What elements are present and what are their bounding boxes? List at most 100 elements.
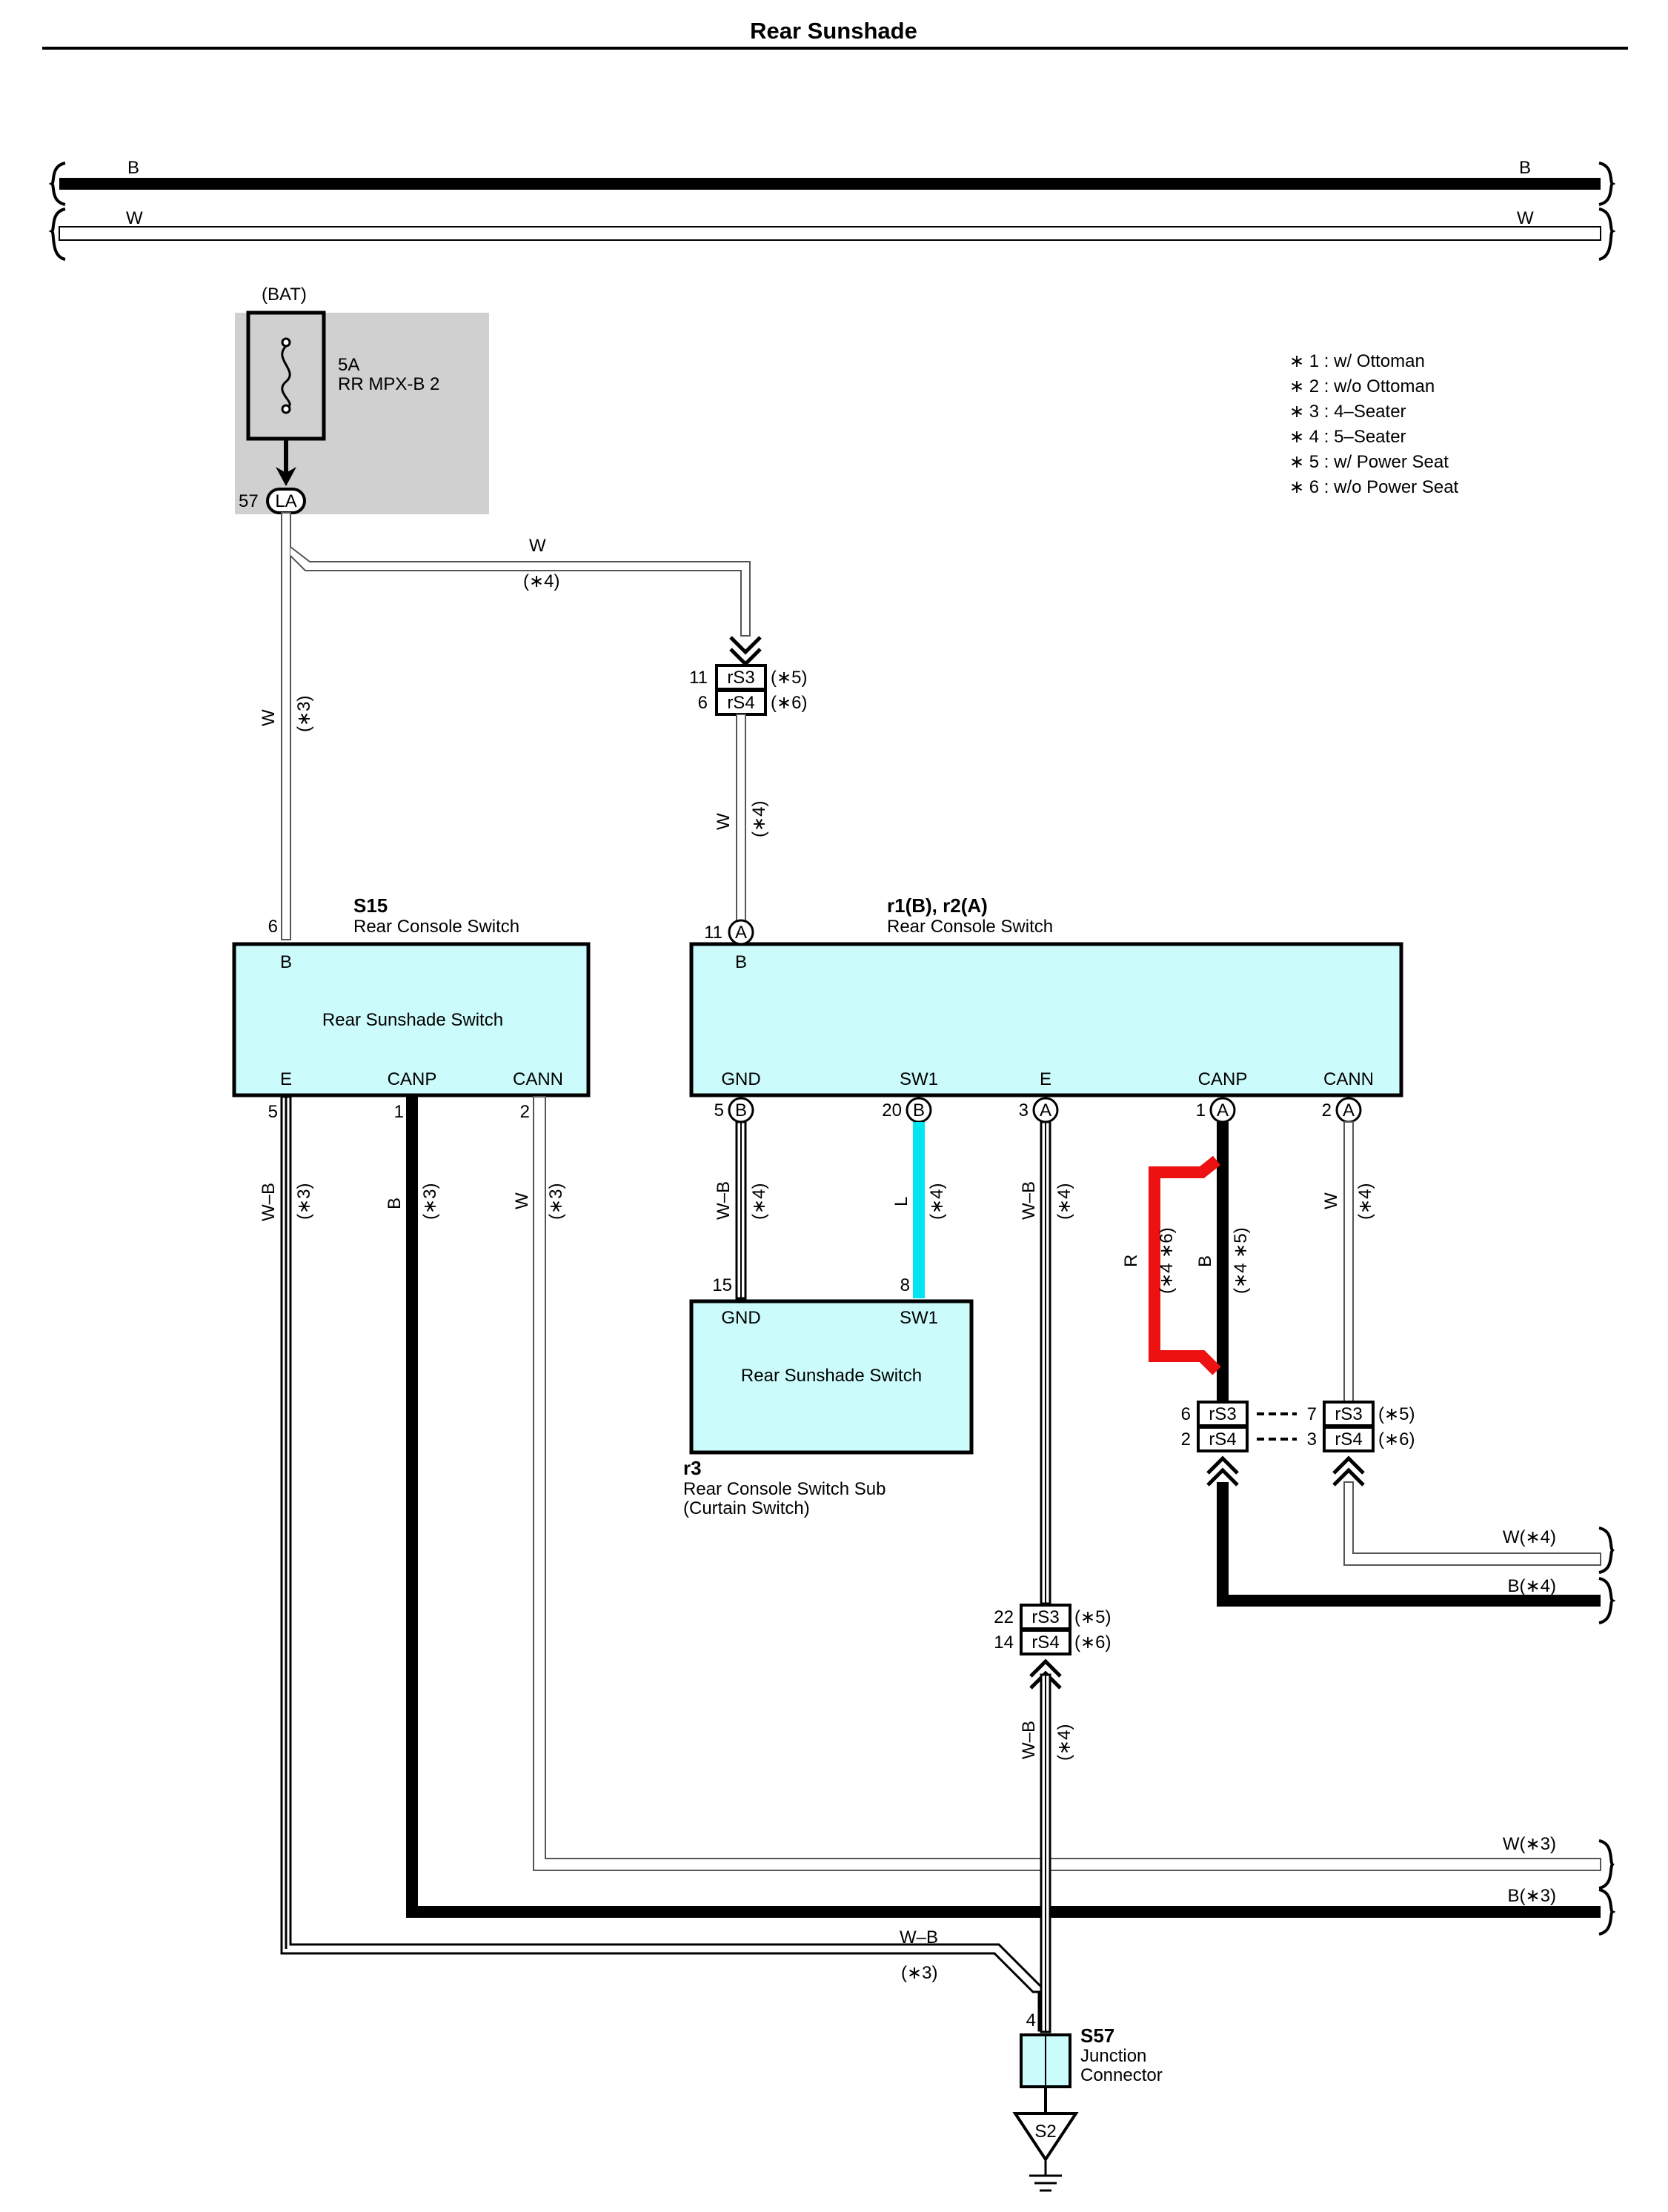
junction-top-rs4	[715, 689, 767, 716]
s57-name: Junction	[1080, 2046, 1146, 2066]
wire-w-fuse-s15-color: W	[259, 709, 279, 726]
wire-w-junction-r1-color: W	[714, 813, 734, 830]
note-4: ∗ 4 : 5–Seater	[1289, 427, 1406, 447]
wire-l-r-sw1	[913, 1122, 925, 1298]
wire-wb-s15-e	[280, 1095, 1048, 2032]
r1-canp-pin: 1	[1196, 1100, 1206, 1120]
wire-r-r-canp-note: (∗4 ∗6)	[1157, 1227, 1177, 1294]
wire-b3-end-brace	[1598, 1888, 1616, 1936]
wire-l-r-sw1-color: L	[891, 1197, 911, 1206]
r1-b-pin: 11	[704, 923, 722, 943]
s15-e-pin: 5	[268, 1102, 278, 1122]
fuse-connector-pin: 57	[239, 491, 259, 511]
r1-gnd-label: GND	[721, 1069, 760, 1089]
wire-w4-right-label: W(∗4)	[1503, 1527, 1556, 1547]
bus-b-line	[48, 162, 1616, 206]
wire-w-junction-r1-note: (∗4)	[749, 801, 769, 837]
wire-w3-end-brace	[1598, 1839, 1615, 1890]
bus-b-label-left: B	[127, 158, 139, 178]
wire-b3-right-label: B(∗3)	[1508, 1886, 1556, 1906]
page-title: Rear Sunshade	[750, 18, 917, 44]
fuse-box-area	[235, 313, 489, 514]
fuse-connector-code: LA	[275, 491, 296, 511]
wire-wb-s15-e-color: W–B	[259, 1183, 279, 1221]
arrow-down-icon	[276, 467, 296, 486]
junction-canp-rs4-label: rS4	[1209, 1429, 1236, 1449]
r1-e-label: E	[1040, 1069, 1051, 1089]
r1-sw1-pin: 20	[882, 1100, 902, 1120]
s15-component	[232, 942, 591, 1097]
bus-w-label-left: W	[126, 208, 143, 228]
s15-inner-label: Rear Sunshade Switch	[322, 1010, 503, 1030]
s15-name: Rear Console Switch	[353, 917, 519, 937]
r3-inner-label: Rear Sunshade Switch	[741, 1366, 922, 1386]
wire-wb-bottom-note: (∗3)	[901, 1963, 937, 1983]
r1-cann-conn-label: A	[1343, 1100, 1355, 1120]
r1-canp-label: CANP	[1198, 1069, 1248, 1089]
r3-gnd-label: GND	[721, 1308, 760, 1328]
note-5: ∗ 5 : w/ Power Seat	[1289, 452, 1449, 472]
junction-cann-rs4	[1323, 1426, 1375, 1452]
wire-b4-right-label: B(∗4)	[1508, 1576, 1556, 1596]
junction-cann-rs3-note: (∗5)	[1378, 1404, 1415, 1424]
wire-b-s15-canp	[406, 1097, 1601, 1918]
fuse-icon	[281, 337, 291, 414]
s15-code: S15	[353, 894, 388, 917]
r3-name2: (Curtain Switch)	[683, 1498, 810, 1518]
wire-r-r-canp-color: R	[1121, 1255, 1141, 1267]
wire-b4-end-brace	[1598, 1577, 1616, 1624]
r3-sw1-pin: 8	[900, 1275, 910, 1295]
s15-cann-label: CANN	[513, 1069, 563, 1089]
wire-b4-canp-lower	[1217, 1482, 1601, 1607]
junction-e-rs4	[1020, 1629, 1071, 1655]
junction-cann-rs3	[1323, 1401, 1375, 1427]
junction-top-rs4-pin: 6	[698, 693, 708, 713]
s57-name2: Connector	[1080, 2065, 1163, 2085]
s15-canp-label: CANP	[388, 1069, 437, 1089]
r1-b-label: B	[735, 952, 747, 972]
wire-w-r-cann-note: (∗4)	[1355, 1183, 1375, 1220]
r3-name: Rear Console Switch Sub	[683, 1479, 885, 1499]
s15-b-pin: 6	[268, 917, 278, 937]
wire-b-r-canp-color: B	[1195, 1255, 1215, 1267]
wire-w-s15-cann-color: W	[512, 1192, 532, 1209]
junction-top-rs3-note: (∗5)	[771, 668, 807, 688]
wire-r-r-canp	[1149, 1155, 1221, 1375]
junction-e-rs3-note: (∗5)	[1074, 1607, 1111, 1627]
junction-e-rs3-pin: 22	[994, 1607, 1014, 1627]
chevron-up-icon	[1206, 1455, 1239, 1487]
r1-cann-pin: 2	[1322, 1100, 1332, 1120]
wire-w-s15-cann-note: (∗3)	[546, 1183, 566, 1220]
junction-canp-rs4	[1197, 1426, 1249, 1452]
junction-e-rs4-pin: 14	[994, 1633, 1014, 1653]
junction-e-rs4-note: (∗6)	[1074, 1633, 1111, 1653]
r1-cann-label: CANN	[1323, 1069, 1374, 1089]
junction-top-rs4-label: rS4	[727, 693, 754, 713]
bus-b-label-right: B	[1519, 158, 1531, 178]
wire-b-s15-canp-note: (∗3)	[420, 1183, 440, 1220]
wire-w-fuse-s15	[281, 512, 291, 940]
s57-code: S57	[1080, 2025, 1114, 2047]
junction-cann-rs4-pin: 3	[1307, 1429, 1317, 1449]
r1-gnd-conn-label: B	[735, 1100, 747, 1120]
wire-l-r-sw1-note: (∗4)	[927, 1183, 947, 1220]
r1-canp-conn-label: A	[1217, 1100, 1229, 1120]
junction-top-rs3-label: rS3	[727, 668, 754, 688]
r1-sw1-conn-label: B	[913, 1100, 925, 1120]
r1-b-conn-label: A	[735, 923, 747, 943]
r1-e-pin: 3	[1019, 1100, 1029, 1120]
wire-w4-end-brace	[1598, 1527, 1615, 1574]
wire-w-r-cann	[1343, 1121, 1354, 1403]
ground-triangle	[1012, 2112, 1079, 2162]
r1-gnd-pin: 5	[714, 1100, 724, 1120]
r1-e-conn-label: A	[1040, 1100, 1051, 1120]
wire-w-fuse-s15-note: (∗3)	[294, 696, 314, 732]
fuse-rating: 5A	[338, 355, 359, 375]
note-6: ∗ 6 : w/o Power Seat	[1289, 477, 1459, 497]
junction-top-rs3	[715, 664, 767, 691]
r1-name: Rear Console Switch	[887, 917, 1053, 937]
wire-w-s15-cann	[533, 1096, 1601, 1871]
r3-gnd-pin: 15	[712, 1275, 732, 1295]
r1-sw1-label: SW1	[900, 1069, 938, 1089]
